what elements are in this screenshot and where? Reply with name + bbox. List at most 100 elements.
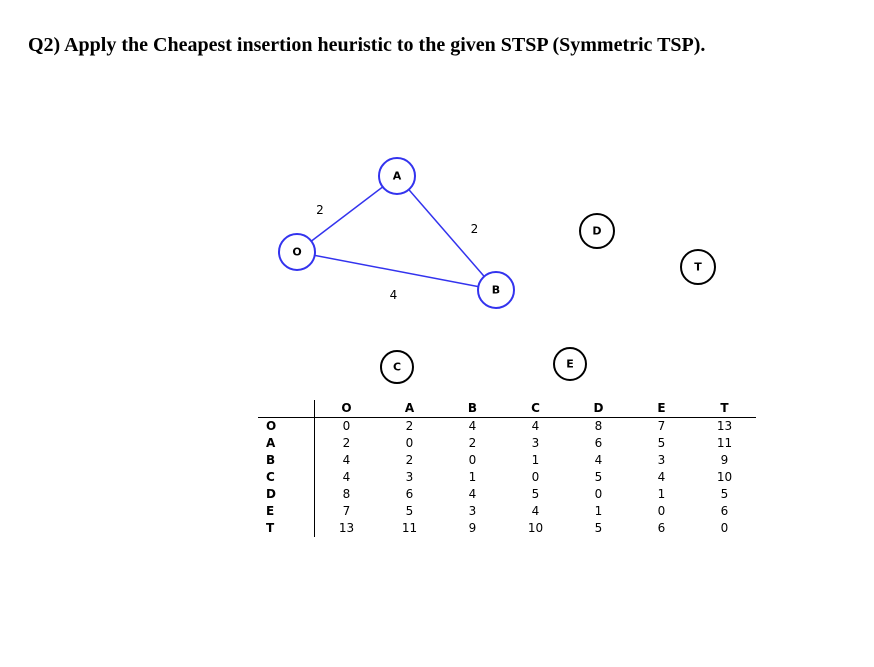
matrix-row: T 13 11 9 10 5 6 0 [258, 520, 756, 537]
node-t: T [680, 249, 716, 285]
row-header: D [258, 486, 315, 503]
matrix-cell: 3 [657, 453, 666, 467]
matrix-cell: 13 [338, 521, 355, 535]
row-header: A [258, 435, 315, 452]
matrix-cell: 7 [342, 504, 351, 518]
matrix-cell: 5 [405, 504, 414, 518]
matrix-cell: 6 [657, 521, 666, 535]
matrix-cell: 3 [531, 436, 540, 450]
column-header: A [378, 400, 441, 418]
node-o: O [278, 233, 316, 271]
matrix-cell: 13 [716, 419, 733, 433]
row-header: T [258, 520, 315, 537]
matrix-cell: 1 [468, 470, 477, 484]
node-circle [680, 249, 716, 285]
matrix-cell: 3 [468, 504, 477, 518]
matrix-cell: 1 [531, 453, 540, 467]
node-label: O [292, 246, 301, 259]
matrix-cell: 5 [594, 521, 603, 535]
edge-weight-o-a: 2 [316, 203, 324, 217]
node-circle [553, 347, 587, 381]
matrix-cell: 4 [531, 419, 540, 433]
matrix-cell: 8 [342, 487, 351, 501]
edge-o-a [296, 175, 398, 253]
node-d: D [579, 213, 615, 249]
matrix-row: A 2 0 2 3 6 5 11 [258, 435, 756, 452]
matrix-cell: 11 [401, 521, 418, 535]
matrix-cell: 4 [468, 487, 477, 501]
question-title: Q2) Apply the Cheapest insertion heurist… [28, 34, 706, 56]
matrix-cell: 4 [342, 453, 351, 467]
matrix-cell: 2 [405, 453, 414, 467]
edge-a-b [396, 175, 497, 291]
row-header: B [258, 452, 315, 469]
node-label: D [592, 225, 601, 238]
matrix-cell: 4 [342, 470, 351, 484]
matrix-cell: 8 [594, 419, 603, 433]
graph-diagram: 2 2 4 A O B D T C E [278, 157, 716, 384]
matrix-cell: 5 [657, 436, 666, 450]
row-header: E [258, 503, 315, 520]
node-circle [278, 233, 316, 271]
column-header: E [630, 400, 693, 418]
matrix-cell: 4 [468, 419, 477, 433]
matrix-cell: 10 [527, 521, 544, 535]
node-label: A [393, 170, 402, 183]
matrix-cell: 0 [342, 419, 351, 433]
matrix-row: O 0 2 4 4 8 7 13 [258, 417, 756, 435]
matrix-cell: 11 [716, 436, 733, 450]
matrix-cell: 0 [531, 470, 540, 484]
node-label: E [566, 358, 574, 371]
matrix-cell: 0 [468, 453, 477, 467]
column-header: B [441, 400, 504, 418]
matrix-cell: 6 [594, 436, 603, 450]
matrix-cell: 9 [468, 521, 477, 535]
matrix-cell: 6 [405, 487, 414, 501]
node-e: E [553, 347, 587, 381]
matrix-cell: 2 [342, 436, 351, 450]
matrix-cell: 4 [657, 470, 666, 484]
matrix-cell: 3 [405, 470, 414, 484]
matrix-cell: 0 [405, 436, 414, 450]
matrix-cell: 1 [657, 487, 666, 501]
matrix-cell: 1 [594, 504, 603, 518]
node-circle [579, 213, 615, 249]
column-header: D [567, 400, 630, 418]
matrix-cell: 10 [716, 470, 733, 484]
matrix-cell: 2 [468, 436, 477, 450]
node-a: A [378, 157, 416, 195]
node-circle [378, 157, 416, 195]
edge-o-b [296, 251, 497, 291]
column-header: O [314, 400, 378, 418]
node-circle [380, 350, 414, 384]
matrix-cell: 6 [720, 504, 729, 518]
matrix-cell: 0 [594, 487, 603, 501]
node-label: C [393, 361, 401, 374]
matrix-cell: 4 [594, 453, 603, 467]
edge-weight-o-b: 4 [390, 288, 398, 302]
row-header: O [258, 417, 315, 435]
node-circle [477, 271, 515, 309]
node-label: T [694, 261, 702, 274]
matrix-row: B 4 2 0 1 4 3 9 [258, 452, 756, 469]
matrix-cell: 7 [657, 419, 666, 433]
matrix-cell: 5 [720, 487, 729, 501]
node-c: C [380, 350, 414, 384]
column-header: T [693, 400, 756, 418]
matrix-cell: 5 [594, 470, 603, 484]
matrix-cell: 0 [720, 521, 729, 535]
node-b: B [477, 271, 515, 309]
row-header: C [258, 469, 315, 486]
matrix-cell: 9 [720, 453, 729, 467]
matrix-cell: 2 [405, 419, 414, 433]
matrix-cell: 4 [531, 504, 540, 518]
matrix-corner [258, 400, 315, 418]
node-label: B [492, 284, 500, 297]
edge-weight-a-b: 2 [471, 222, 479, 236]
